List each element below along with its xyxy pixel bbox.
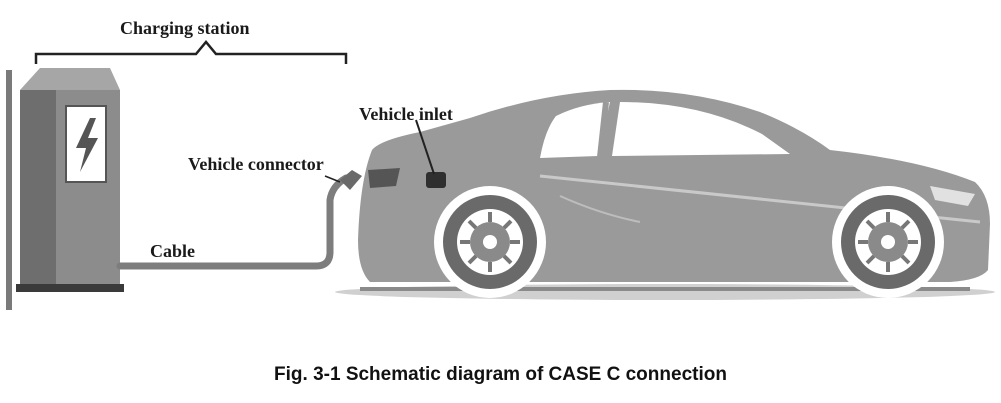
car-rear-light (368, 168, 400, 188)
vehicle-inlet (426, 172, 446, 188)
ground-line (360, 287, 970, 291)
rear-wheel (434, 186, 546, 298)
case-c-connection-diagram (6, 40, 995, 310)
vehicle-connector (340, 170, 362, 190)
charging-station-brace (34, 40, 348, 64)
charging-station (16, 68, 124, 292)
car-window-rear (540, 102, 610, 158)
cable-label: Cable (150, 241, 195, 261)
car-headlight (930, 186, 975, 206)
wall-bar (6, 70, 12, 310)
lightning-icon (76, 118, 98, 172)
vehicle-connector-label: Vehicle connector (188, 154, 324, 174)
vehicle-connector-leader (324, 175, 341, 183)
vehicle-inlet-label: Vehicle inlet (359, 104, 453, 124)
car-window-front (612, 102, 790, 156)
charging-cable (116, 174, 350, 270)
charging-station-label: Charging station (120, 18, 250, 38)
figure-caption: Fig. 3-1 Schematic diagram of CASE C con… (274, 364, 727, 385)
vehicle-inlet-leader (415, 119, 435, 175)
front-wheel (832, 186, 944, 298)
